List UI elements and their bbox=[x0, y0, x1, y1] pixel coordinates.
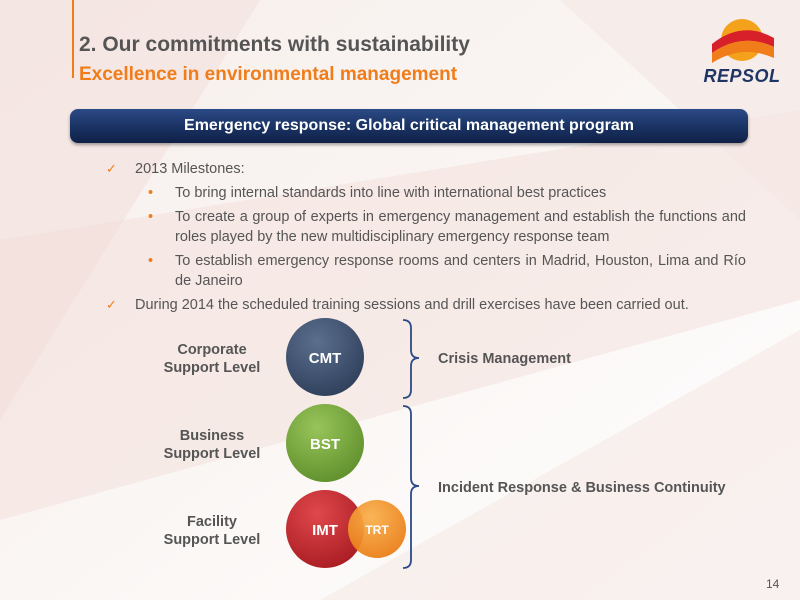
level-label-line: Support Level bbox=[163, 360, 261, 376]
check-icon: ✓ bbox=[106, 297, 117, 312]
trt-label: TRT bbox=[365, 523, 389, 537]
incident-bracket bbox=[402, 405, 420, 569]
bullet-text: 2013 Milestones: bbox=[135, 161, 245, 177]
crisis-bracket bbox=[402, 319, 420, 399]
level-label-line: Support Level bbox=[163, 446, 261, 462]
slide-subtitle: Excellence in environmental management bbox=[79, 64, 458, 85]
logo-text: REPSOL bbox=[703, 66, 781, 86]
trt-circle bbox=[348, 500, 406, 558]
bullet-item: ✓ During 2014 the scheduled training ses… bbox=[106, 295, 746, 315]
sub-bullet-item: • To create a group of experts in emerge… bbox=[106, 207, 746, 247]
imt-circle bbox=[286, 490, 364, 568]
level-label-line: Facility bbox=[187, 514, 237, 530]
team-circles: CMT BST IMT TRT bbox=[286, 318, 406, 568]
level-label-business: Business Support Level bbox=[142, 427, 282, 463]
group-brackets bbox=[402, 319, 420, 569]
level-label-line: Business bbox=[179, 428, 245, 444]
repsol-logo: REPSOL bbox=[690, 14, 790, 94]
sub-bullet-text: To create a group of experts in emergenc… bbox=[175, 209, 746, 245]
sub-bullet-text: To bring internal standards into line wi… bbox=[175, 185, 607, 201]
bullet-item: ✓ 2013 Milestones: bbox=[106, 159, 746, 179]
level-label-line: Corporate bbox=[177, 342, 247, 358]
sub-bullet-item: • To bring internal standards into line … bbox=[106, 183, 746, 203]
bst-circle bbox=[286, 404, 364, 482]
repsol-flame-icon bbox=[712, 19, 774, 63]
incident-response-label: Incident Response & Business Continuity bbox=[438, 480, 726, 496]
level-label-facility: Facility Support Level bbox=[142, 513, 282, 549]
cmt-circle bbox=[286, 318, 364, 396]
program-banner: Emergency response: Global critical mana… bbox=[70, 109, 748, 143]
imt-label: IMT bbox=[312, 522, 338, 539]
bullet-dot-icon: • bbox=[148, 253, 154, 269]
bullet-list: ✓ 2013 Milestones: • To bring internal s… bbox=[106, 159, 746, 319]
sub-bullet-text: To establish emergency response rooms an… bbox=[175, 253, 746, 289]
page-number: 14 bbox=[766, 577, 780, 591]
cmt-label: CMT bbox=[309, 350, 342, 367]
crisis-management-label: Crisis Management bbox=[438, 351, 571, 367]
check-icon: ✓ bbox=[106, 161, 117, 176]
sub-bullet-item: • To establish emergency response rooms … bbox=[106, 251, 746, 291]
level-label-corporate: Corporate Support Level bbox=[142, 341, 282, 377]
bullet-dot-icon: • bbox=[148, 185, 154, 201]
bst-label: BST bbox=[310, 436, 340, 453]
bullet-text: During 2014 the scheduled training sessi… bbox=[135, 297, 689, 313]
level-label-line: Support Level bbox=[163, 532, 261, 548]
slide-title: 2. Our commitments with sustainability bbox=[79, 33, 470, 56]
bullet-dot-icon: • bbox=[148, 209, 154, 225]
